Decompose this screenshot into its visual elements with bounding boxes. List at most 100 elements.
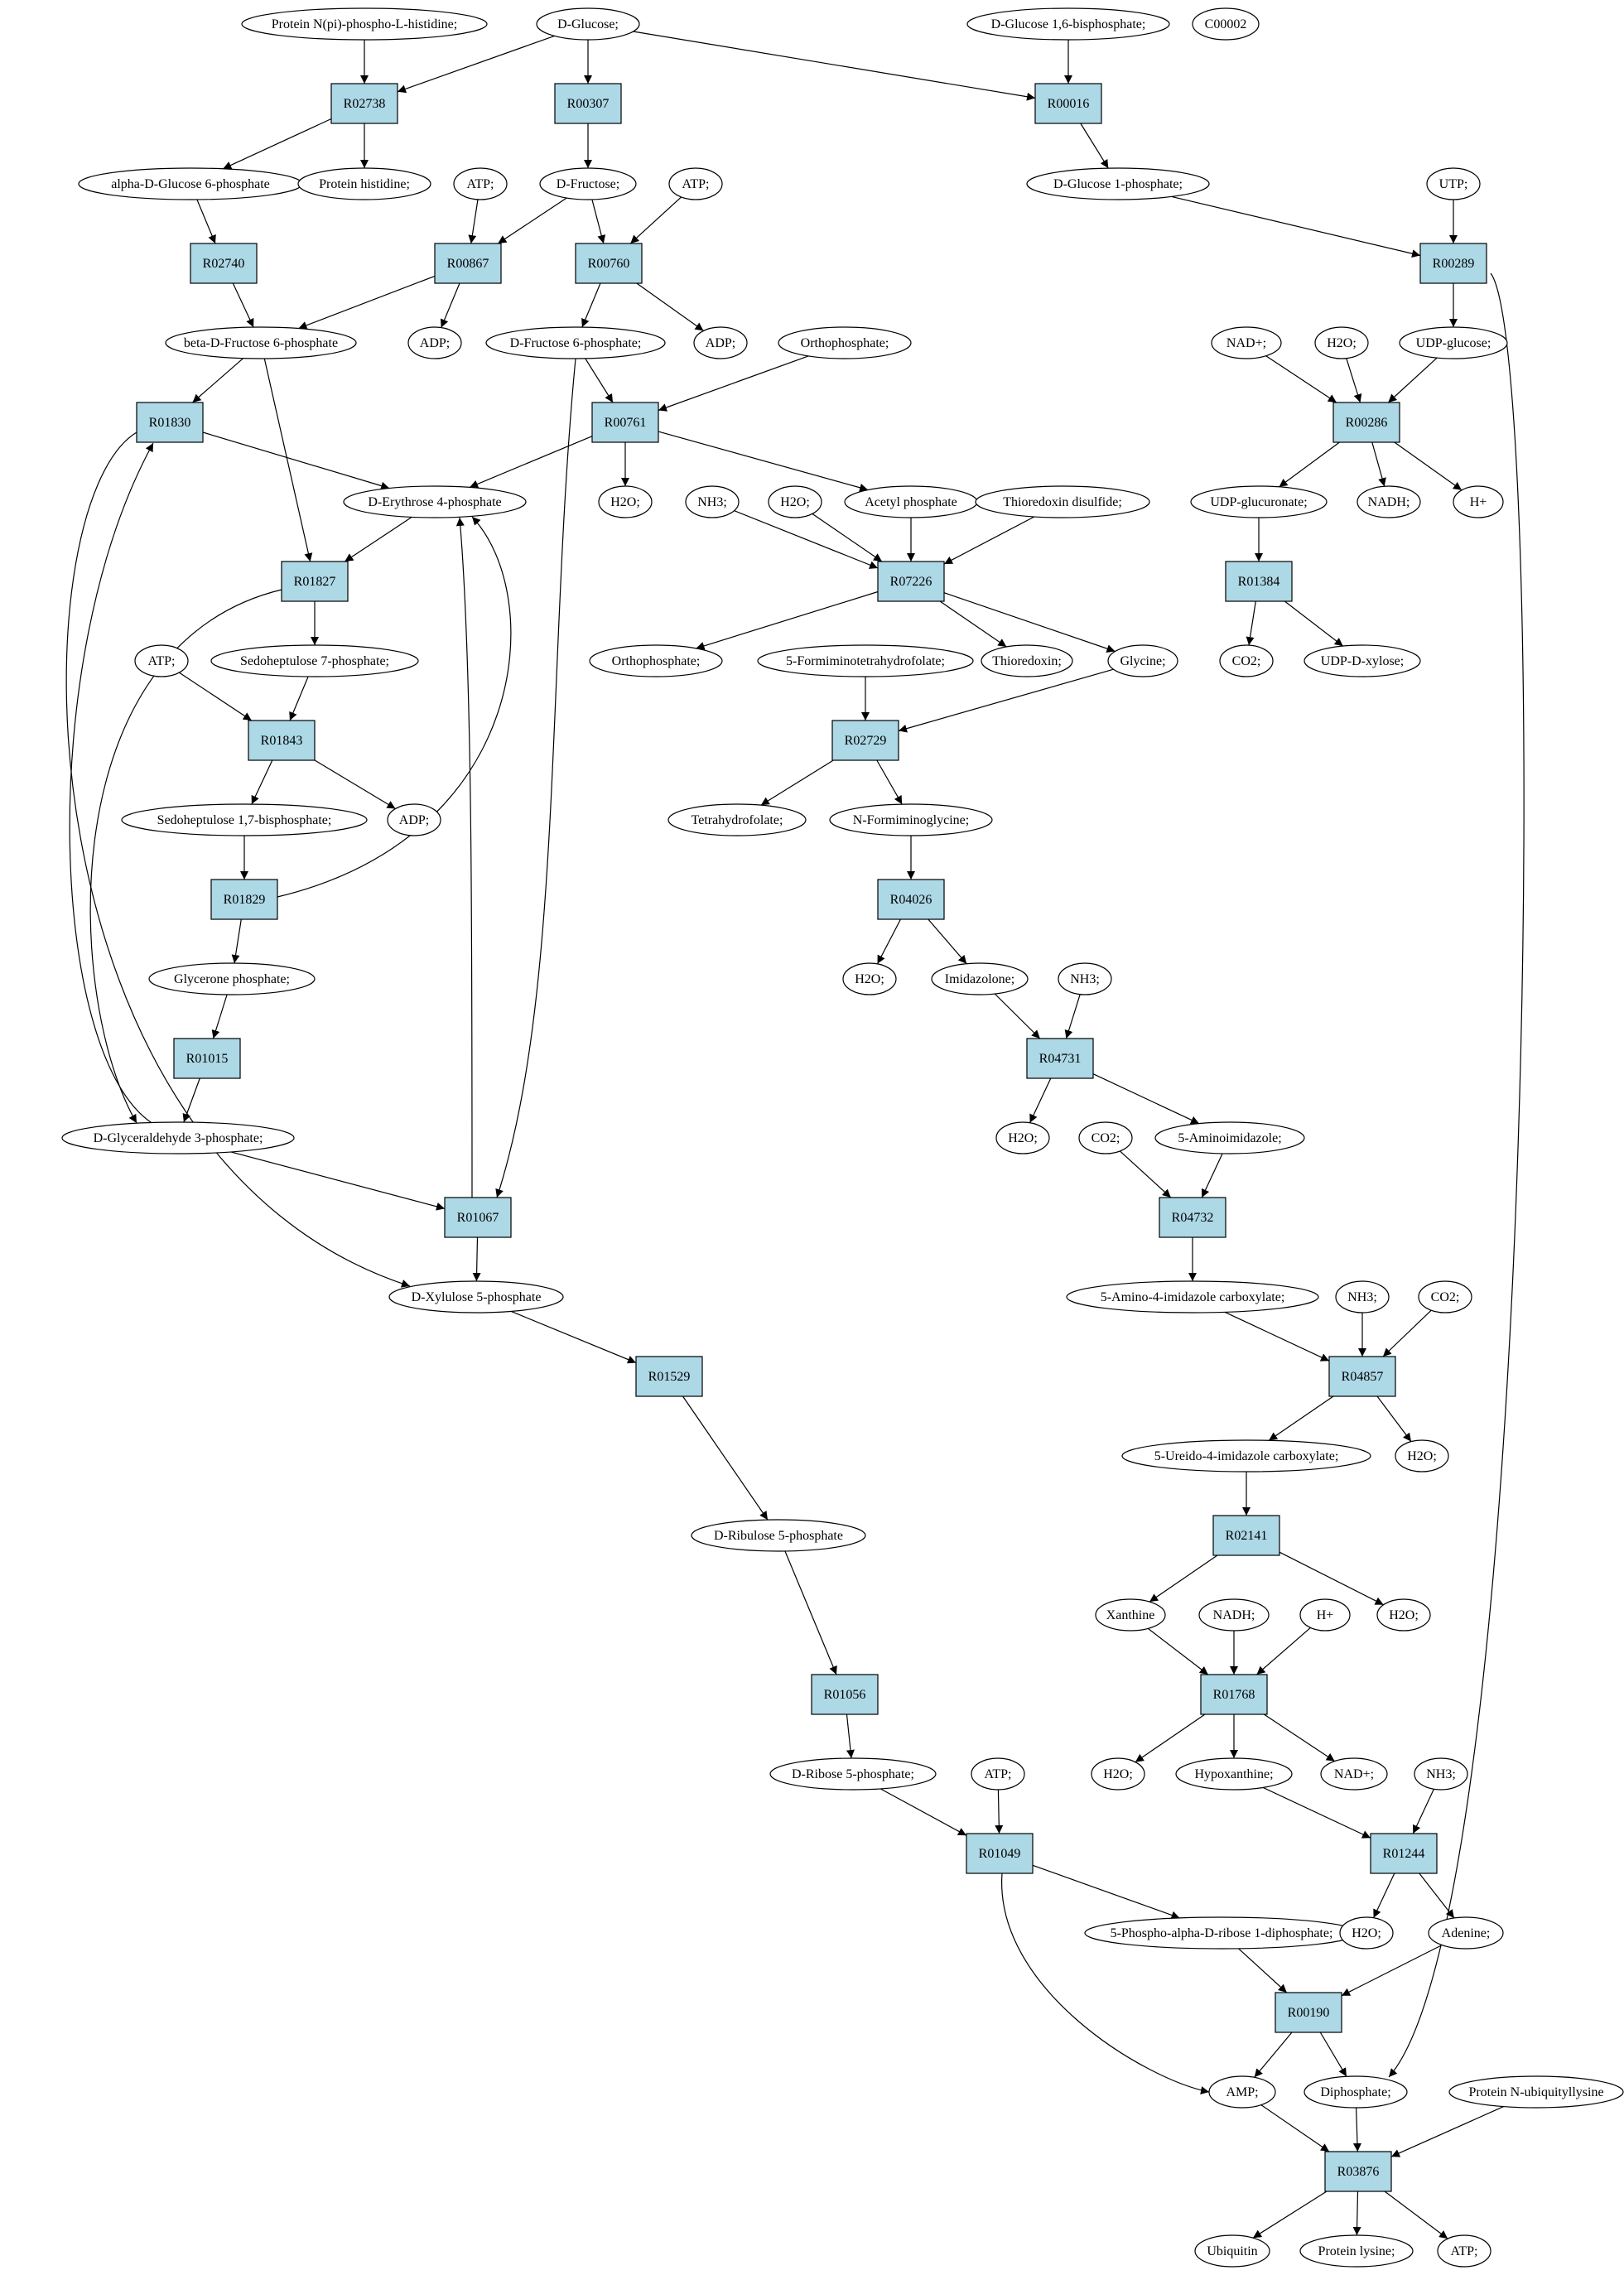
metabolite-node-m_h2o_5[interactable]: H2O;	[995, 1121, 1050, 1154]
metabolite-node-m_c00002[interactable]: C00002	[1192, 7, 1260, 41]
metabolite-node-m_atp_3[interactable]: ATP;	[134, 644, 189, 677]
reaction-node-r_R01829[interactable]: R01829	[210, 879, 278, 920]
metabolite-node-m_acetyl_phosphate[interactable]: Acetyl phosphate	[844, 485, 978, 518]
metabolite-node-m_nh3_2[interactable]: NH3;	[1058, 962, 1112, 995]
metabolite-node-m_h2o_7[interactable]: H2O;	[1376, 1598, 1431, 1632]
metabolite-node-m_nh3_4[interactable]: NH3;	[1414, 1757, 1468, 1791]
metabolite-node-m_5_formiminothf[interactable]: 5-Formiminotetrahydrofolate;	[757, 644, 974, 677]
reaction-node-r_R01067[interactable]: R01067	[444, 1197, 512, 1238]
reaction-node-r_R01056[interactable]: R01056	[811, 1674, 879, 1715]
reaction-node-r_R04857[interactable]: R04857	[1328, 1356, 1396, 1397]
reaction-node-r_R01384[interactable]: R01384	[1225, 561, 1293, 602]
metabolite-node-m_atp_4[interactable]: ATP;	[971, 1757, 1025, 1791]
reaction-node-r_R01529[interactable]: R01529	[635, 1356, 703, 1397]
metabolite-node-m_udp_glucuronate[interactable]: UDP-glucuronate;	[1190, 485, 1328, 518]
reaction-node-r_R02738[interactable]: R02738	[330, 83, 398, 124]
reaction-node-r_R01049[interactable]: R01049	[966, 1833, 1034, 1874]
metabolite-node-m_orthophosphate_1[interactable]: Orthophosphate;	[778, 326, 912, 359]
metabolite-node-m_sedoheptulose_7p[interactable]: Sedoheptulose 7-phosphate;	[210, 644, 419, 677]
metabolite-node-m_nh3_3[interactable]: NH3;	[1335, 1280, 1390, 1313]
metabolite-node-m_tetrahydrofolate[interactable]: Tetrahydrofolate;	[667, 803, 807, 836]
metabolite-node-m_nh3_1[interactable]: NH3;	[685, 485, 740, 518]
metabolite-node-m_adenine[interactable]: Adenine;	[1428, 1916, 1504, 1950]
reaction-node-r_R02729[interactable]: R02729	[831, 720, 899, 761]
reaction-node-r_R00190[interactable]: R00190	[1275, 1992, 1342, 2033]
metabolite-node-m_glycine[interactable]: Glycine;	[1107, 644, 1178, 677]
metabolite-node-m_d_xylulose_5p[interactable]: D-Xylulose 5-phosphate	[388, 1280, 564, 1313]
metabolite-node-m_5_phospho_ribose_dp[interactable]: 5-Phospho-alpha-D-ribose 1-diphosphate;	[1084, 1916, 1359, 1950]
reaction-node-r_R00289[interactable]: R00289	[1419, 243, 1487, 284]
reaction-node-r_R04731[interactable]: R04731	[1026, 1038, 1094, 1079]
metabolite-node-m_thioredoxin_disulfide[interactable]: Thioredoxin disulfide;	[975, 485, 1150, 518]
metabolite-node-m_d_glucose_1p[interactable]: D-Glucose 1-phosphate;	[1026, 167, 1210, 200]
metabolite-node-m_h2o_2[interactable]: H2O;	[598, 485, 653, 518]
reaction-node-r_R00286[interactable]: R00286	[1332, 402, 1400, 443]
reaction-node-r_R07226[interactable]: R07226	[877, 561, 945, 602]
reaction-node-r_R02141[interactable]: R02141	[1212, 1515, 1280, 1556]
metabolite-node-m_bd_fructose_6p[interactable]: beta-D-Fructose 6-phosphate	[165, 326, 357, 359]
metabolite-node-m_co2_3[interactable]: CO2;	[1418, 1280, 1472, 1313]
metabolite-node-m_5_ureido_4_imid_carb[interactable]: 5-Ureido-4-imidazole carboxylate;	[1121, 1439, 1371, 1472]
reaction-node-r_R04732[interactable]: R04732	[1159, 1197, 1226, 1238]
metabolite-node-m_diphosphate[interactable]: Diphosphate;	[1304, 2075, 1408, 2109]
reaction-node-r_R01768[interactable]: R01768	[1200, 1674, 1268, 1715]
reaction-node-r_R01830[interactable]: R01830	[136, 402, 204, 443]
metabolite-node-m_nad_plus_1[interactable]: NAD+;	[1211, 326, 1282, 359]
metabolite-node-m_h2o_3[interactable]: H2O;	[768, 485, 822, 518]
metabolite-node-m_nadh_1[interactable]: NADH;	[1357, 485, 1421, 518]
metabolite-node-m_h_plus_1[interactable]: H+	[1453, 485, 1504, 518]
metabolite-node-m_hypoxanthine[interactable]: Hypoxanthine;	[1175, 1757, 1293, 1791]
metabolite-node-m_utp[interactable]: UTP;	[1426, 167, 1481, 200]
metabolite-node-m_ad_glucose_6p[interactable]: alpha-D-Glucose 6-phosphate	[78, 167, 303, 200]
metabolite-node-m_d_fructose[interactable]: D-Fructose;	[539, 167, 637, 200]
metabolite-node-m_atp_5[interactable]: ATP;	[1437, 2234, 1491, 2268]
metabolite-node-m_sedoheptulose_17bp[interactable]: Sedoheptulose 1,7-bisphosphate;	[121, 803, 368, 836]
reaction-node-r_R01827[interactable]: R01827	[281, 561, 349, 602]
metabolite-node-m_udp_glucose[interactable]: UDP-glucose;	[1399, 326, 1508, 359]
metabolite-node-m_protein_lysine[interactable]: Protein lysine;	[1299, 2234, 1414, 2268]
reaction-node-r_R01015[interactable]: R01015	[173, 1038, 241, 1079]
reaction-node-r_R02740[interactable]: R02740	[190, 243, 258, 284]
metabolite-node-m_ubiquitin[interactable]: Ubiquitin	[1194, 2234, 1270, 2268]
reaction-node-r_R00016[interactable]: R00016	[1034, 83, 1102, 124]
metabolite-node-m_adp_1[interactable]: ADP;	[407, 326, 462, 359]
metabolite-node-m_adp_3[interactable]: ADP;	[387, 803, 441, 836]
metabolite-node-m_d_glucose_16bp[interactable]: D-Glucose 1,6-bisphosphate;	[966, 7, 1170, 41]
metabolite-node-m_d_glucose[interactable]: D-Glucose;	[536, 7, 640, 41]
metabolite-node-m_atp_1[interactable]: ATP;	[453, 167, 508, 200]
metabolite-node-m_d_fructose_6p[interactable]: D-Fructose 6-phosphate;	[485, 326, 666, 359]
metabolite-node-m_imidazolone[interactable]: Imidazolone;	[931, 962, 1029, 995]
metabolite-node-m_d_erythrose_4p[interactable]: D-Erythrose 4-phosphate	[343, 485, 527, 518]
metabolite-node-m_co2_2[interactable]: CO2;	[1078, 1121, 1133, 1154]
metabolite-node-m_udp_d_xylose[interactable]: UDP-D-xylose;	[1304, 644, 1421, 677]
metabolite-node-m_h2o_4[interactable]: H2O;	[842, 962, 897, 995]
metabolite-node-m_nadh_2[interactable]: NADH;	[1198, 1598, 1270, 1632]
metabolite-node-m_h2o_1[interactable]: H2O;	[1314, 326, 1369, 359]
metabolite-node-m_glycerone_phosphate[interactable]: Glycerone phosphate;	[148, 962, 316, 995]
reaction-node-r_R00867[interactable]: R00867	[434, 243, 502, 284]
metabolite-node-m_d_ribulose_5p[interactable]: D-Ribulose 5-phosphate	[691, 1519, 866, 1552]
metabolite-node-m_n_formiminoglycine[interactable]: N-Formiminoglycine;	[829, 803, 993, 836]
reaction-node-r_R00761[interactable]: R00761	[591, 402, 659, 443]
metabolite-node-m_5_amino_4_imid_carb[interactable]: 5-Amino-4-imidazole carboxylate;	[1066, 1280, 1319, 1313]
metabolite-node-m_h2o_9[interactable]: H2O;	[1339, 1916, 1394, 1950]
metabolite-node-m_orthophosphate_2[interactable]: Orthophosphate;	[589, 644, 723, 677]
metabolite-node-m_h_plus_2[interactable]: H+	[1299, 1598, 1351, 1632]
reaction-node-r_R01843[interactable]: R01843	[248, 720, 316, 761]
metabolite-node-m_nad_plus_2[interactable]: NAD+;	[1320, 1757, 1388, 1791]
metabolite-node-m_adp_2[interactable]: ADP;	[693, 326, 748, 359]
reaction-node-r_R03876[interactable]: R03876	[1324, 2151, 1392, 2192]
reaction-node-r_R04026[interactable]: R04026	[877, 879, 945, 920]
reaction-node-r_R00307[interactable]: R00307	[554, 83, 622, 124]
metabolite-node-m_protein_histidine[interactable]: Protein histidine;	[297, 167, 431, 200]
reaction-node-r_R00760[interactable]: R00760	[575, 243, 643, 284]
reaction-node-r_R01244[interactable]: R01244	[1370, 1833, 1438, 1874]
metabolite-node-m_h2o_8[interactable]: H2O;	[1091, 1757, 1145, 1791]
metabolite-node-m_protein_n_pi[interactable]: Protein N(pi)-phospho-L-histidine;	[241, 7, 488, 41]
metabolite-node-m_d_glyceraldehyde_3p[interactable]: D-Glyceraldehyde 3-phosphate;	[61, 1121, 295, 1154]
metabolite-node-m_xanthine[interactable]: Xanthine	[1095, 1598, 1166, 1632]
metabolite-node-m_5_aminoimidazole[interactable]: 5-Aminoimidazole;	[1154, 1121, 1305, 1154]
metabolite-node-m_amp[interactable]: AMP;	[1208, 2075, 1276, 2109]
metabolite-node-m_d_ribose_5p[interactable]: D-Ribose 5-phosphate;	[769, 1757, 937, 1791]
metabolite-node-m_h2o_6[interactable]: H2O;	[1395, 1439, 1449, 1472]
